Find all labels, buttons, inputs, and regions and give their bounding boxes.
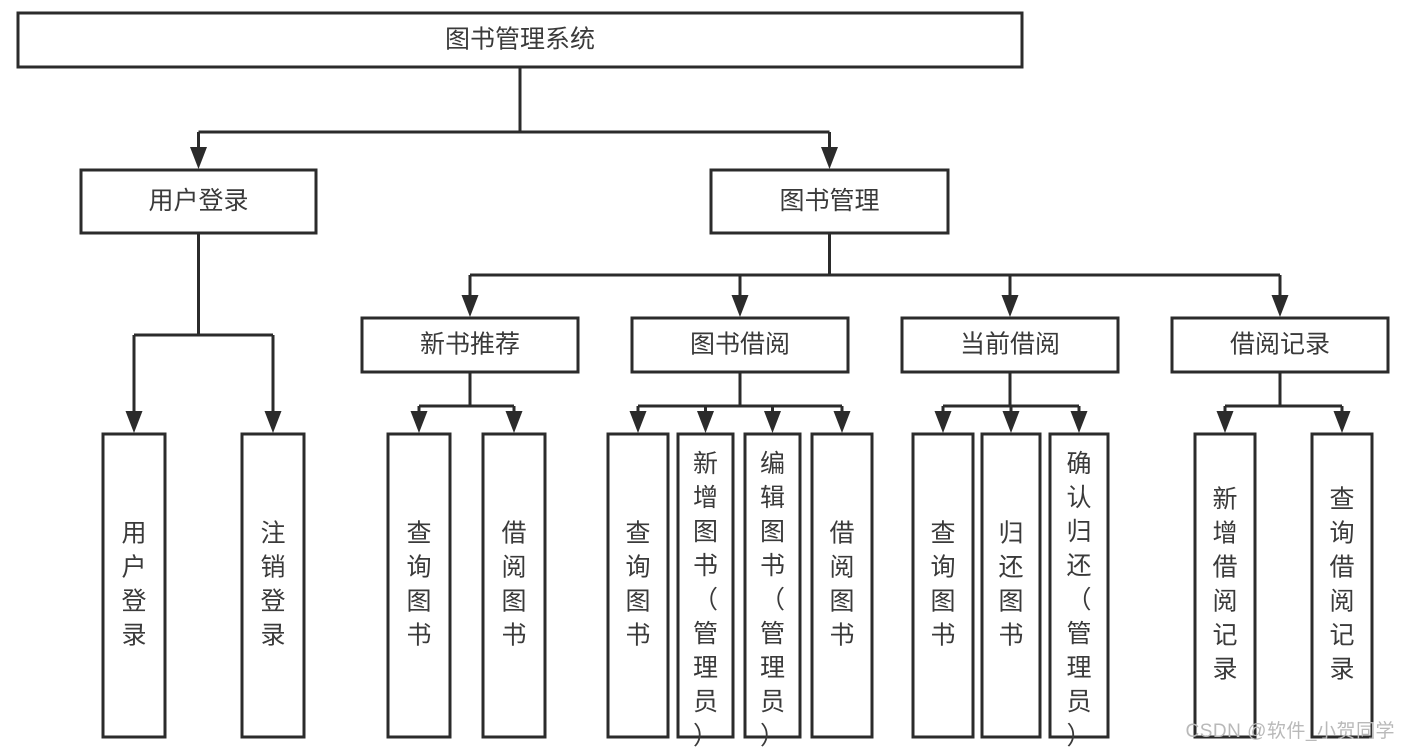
- connector-group: [410, 372, 523, 433]
- node-n-current-borrow[interactable]: 当前借阅: [900, 316, 1120, 374]
- arrow-head-icon: [505, 411, 523, 433]
- node-box[interactable]: [810, 432, 874, 739]
- node-box[interactable]: [1170, 316, 1390, 374]
- arrow-head-icon: [264, 411, 282, 433]
- node-label: 借阅图书: [501, 519, 526, 649]
- node-layer: 图书管理系统用户登录图书管理新书推荐图书借阅当前借阅借阅记录用户登录注销登录查询…: [16, 11, 1390, 747]
- node-label: 新书推荐: [420, 331, 520, 359]
- node-l-rec-add-record[interactable]: 新增借阅记录: [1193, 432, 1257, 739]
- node-box[interactable]: [386, 432, 452, 739]
- arrow-head-icon: [461, 295, 479, 317]
- node-label: 查询图书: [625, 519, 650, 649]
- node-box[interactable]: [481, 432, 547, 739]
- node-box[interactable]: [606, 432, 670, 739]
- arrow-head-icon: [1002, 411, 1020, 433]
- node-l-borrow-query-book[interactable]: 查询图书: [606, 432, 670, 739]
- connector-group: [125, 233, 282, 433]
- node-box[interactable]: [676, 432, 735, 739]
- node-root[interactable]: 图书管理系统: [16, 11, 1024, 69]
- node-l-borrow-borrow-book[interactable]: 借阅图书: [810, 432, 874, 739]
- node-label: 注销登录: [260, 519, 285, 649]
- node-label: 图书管理系统: [445, 26, 595, 54]
- node-label: 归还图书: [998, 519, 1023, 649]
- node-label: 用户登录: [121, 519, 146, 649]
- node-l-cur-query-book[interactable]: 查询图书: [911, 432, 975, 739]
- node-l-cur-confirm-return[interactable]: 确认归还（管理员）: [1048, 432, 1110, 747]
- node-box[interactable]: [1310, 432, 1374, 739]
- arrow-head-icon: [697, 411, 714, 433]
- node-label: 借阅图书: [829, 519, 854, 649]
- node-label: 用户登录: [148, 187, 248, 215]
- node-box[interactable]: [911, 432, 975, 739]
- node-l-rec-borrow-book[interactable]: 借阅图书: [481, 432, 547, 739]
- node-l-user-login[interactable]: 用户登录: [101, 432, 167, 739]
- node-l-rec-query-book[interactable]: 查询图书: [386, 432, 452, 739]
- arrow-head-icon: [410, 411, 428, 433]
- node-box[interactable]: [79, 168, 318, 235]
- node-n-user-login[interactable]: 用户登录: [79, 168, 318, 235]
- node-box[interactable]: [743, 432, 802, 739]
- arrow-head-icon: [764, 411, 781, 433]
- connector-group: [629, 372, 851, 433]
- node-label: 当前借阅: [960, 331, 1060, 359]
- node-label: 确认归还（管理员）: [1066, 450, 1091, 747]
- node-n-new-book-rec[interactable]: 新书推荐: [360, 316, 580, 374]
- node-l-cur-return-book[interactable]: 归还图书: [980, 432, 1042, 739]
- node-box[interactable]: [900, 316, 1120, 374]
- arrow-head-icon: [629, 411, 647, 433]
- node-label: 新增借阅记录: [1212, 485, 1237, 683]
- arrow-head-icon: [731, 295, 749, 317]
- node-l-borrow-edit-book[interactable]: 编辑图书（管理员）: [743, 432, 802, 747]
- arrow-head-icon: [1333, 411, 1351, 433]
- node-box[interactable]: [1193, 432, 1257, 739]
- connector-group: [934, 372, 1088, 433]
- node-n-borrow-record[interactable]: 借阅记录: [1170, 316, 1390, 374]
- node-label: 借阅记录: [1230, 331, 1330, 359]
- connector-group: [461, 233, 1289, 317]
- node-box[interactable]: [360, 316, 580, 374]
- node-label: 图书借阅: [690, 331, 790, 359]
- node-box[interactable]: [709, 168, 950, 235]
- arrow-head-icon: [934, 411, 952, 433]
- node-label: 查询借阅记录: [1329, 485, 1354, 683]
- arrow-head-icon: [190, 147, 207, 169]
- node-box[interactable]: [630, 316, 850, 374]
- node-label: 查询图书: [406, 519, 431, 649]
- node-n-book-borrow[interactable]: 图书借阅: [630, 316, 850, 374]
- arrow-head-icon: [1271, 295, 1289, 317]
- node-l-user-logout[interactable]: 注销登录: [240, 432, 306, 739]
- arrow-head-icon: [1070, 411, 1088, 433]
- connector-group: [190, 67, 838, 169]
- node-box[interactable]: [980, 432, 1042, 739]
- arrow-head-icon: [125, 411, 143, 433]
- node-box[interactable]: [1048, 432, 1110, 739]
- node-box[interactable]: [101, 432, 167, 739]
- node-label: 新增图书（管理员）: [693, 450, 718, 747]
- arrow-head-icon: [1216, 411, 1234, 433]
- node-l-rec-query-record[interactable]: 查询借阅记录: [1310, 432, 1374, 739]
- node-box[interactable]: [16, 11, 1024, 69]
- arrow-head-icon: [821, 147, 838, 169]
- arrow-head-icon: [833, 411, 851, 433]
- node-label: 图书管理: [779, 187, 879, 215]
- node-box[interactable]: [240, 432, 306, 739]
- connector-group: [1216, 372, 1351, 433]
- node-label: 查询图书: [930, 519, 955, 649]
- arrow-head-icon: [1001, 295, 1019, 317]
- connector-layer: [125, 67, 1351, 433]
- node-n-book-manage[interactable]: 图书管理: [709, 168, 950, 235]
- node-l-borrow-add-book[interactable]: 新增图书（管理员）: [676, 432, 735, 747]
- node-label: 编辑图书（管理员）: [760, 450, 785, 747]
